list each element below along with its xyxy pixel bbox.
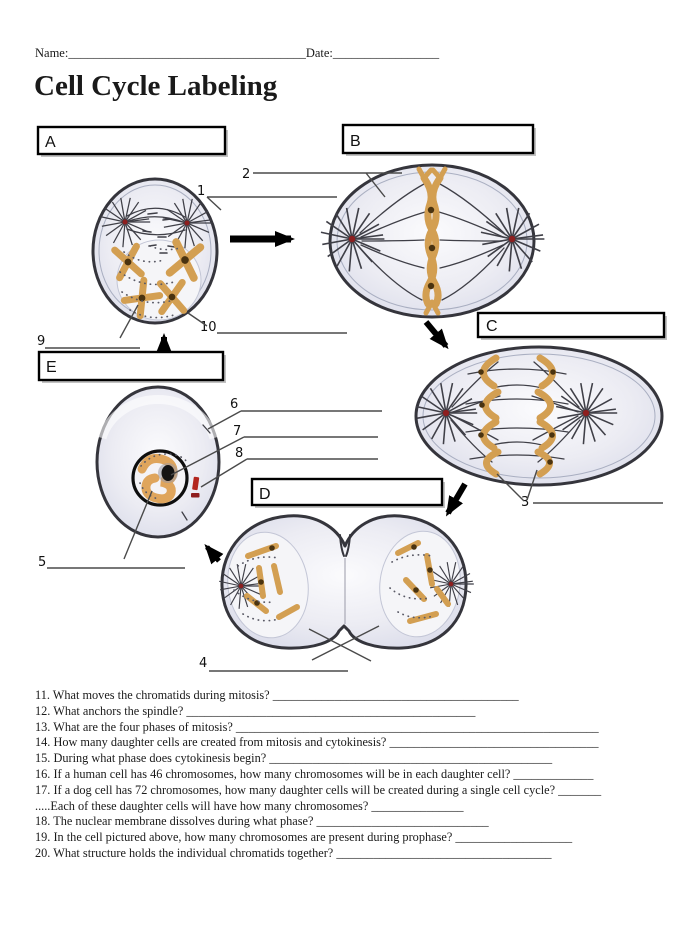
callout-number-9: 9 <box>37 334 45 349</box>
date-blank-field[interactable]: _________________ <box>332 46 440 60</box>
centrioles <box>191 476 200 498</box>
answer-box-b-group: B <box>341 123 536 156</box>
box-letter-a: A <box>45 134 56 151</box>
callout-number-4: 4 <box>199 656 207 671</box>
cell-d-stipple <box>233 554 435 622</box>
cell-c-chromosomes <box>478 354 556 478</box>
question-20: 20. What structure holds the individual … <box>35 845 552 860</box>
answer-box-c[interactable] <box>476 311 666 339</box>
answer-box-a-group: A <box>36 125 228 157</box>
callout-5: 5 <box>38 490 185 570</box>
callout-number-3: 3 <box>521 495 529 510</box>
cell-b-chromosomes <box>416 166 448 316</box>
callout-number-5: 5 <box>38 555 46 570</box>
callout-6: 6 <box>207 397 382 430</box>
box-letter-d: D <box>259 486 271 503</box>
cell-a-prophase <box>91 177 219 325</box>
callout-7: 7 <box>170 424 378 476</box>
date-label: Date: <box>305 46 333 60</box>
callout-9: 9 <box>37 304 140 349</box>
arrow-b-to-c <box>423 320 449 350</box>
cell-e-interphase <box>95 385 221 539</box>
box-letter-e: E <box>46 359 57 376</box>
questions-list: 11. What moves the chromatids during mit… <box>35 688 601 862</box>
question-11: 11. What moves the chromatids during mit… <box>35 688 519 702</box>
right-daughter-nucleus <box>379 530 461 638</box>
nucleolus <box>161 465 175 481</box>
name-date-row: Name:___________________________________… <box>35 46 439 61</box>
question-17: 17. If a dog cell has 72 chromosomes, ho… <box>35 782 602 797</box>
cell-c-anaphase <box>414 345 664 487</box>
callout-8: 8 <box>200 446 378 488</box>
callout-number-6: 6 <box>230 397 238 412</box>
answer-box-c-group: C <box>476 311 667 340</box>
cell-d-chromosomes <box>244 540 451 624</box>
callout-3: 3 <box>496 469 663 510</box>
chromatin <box>137 454 178 504</box>
callout-4: 4 <box>199 625 380 672</box>
answer-box-a[interactable] <box>36 125 227 156</box>
answer-box-e[interactable] <box>37 350 225 382</box>
question-17-continued: .....Each of these daughter cells will h… <box>35 798 464 813</box>
callout-1: 1 <box>197 184 337 211</box>
cell-highlight <box>97 395 219 440</box>
answer-box-b[interactable] <box>341 123 535 155</box>
callout-10: 10 <box>187 312 347 335</box>
callout-number-8: 8 <box>235 446 243 461</box>
question-14: 14. How many daughter cells are created … <box>35 735 599 750</box>
question-13: 13. What are the four phases of mitosis?… <box>35 719 599 734</box>
callout-number-2: 2 <box>242 167 250 182</box>
question-16: 16. If a human cell has 46 chromosomes, … <box>35 766 594 781</box>
cell-b-metaphase <box>320 163 546 319</box>
callout-number-7: 7 <box>233 424 241 439</box>
answer-box-e-group: E <box>37 350 226 383</box>
cell-d-telophase <box>218 514 475 650</box>
question-18: 18. The nuclear membrane dissolves durin… <box>35 814 489 829</box>
box-letter-b: B <box>350 133 361 150</box>
box-letter-c: C <box>486 318 498 335</box>
name-label: Name: <box>35 46 69 60</box>
callout-2: 2 <box>242 167 402 198</box>
callout-number-1: 1 <box>197 184 205 199</box>
worksheet-title: Cell Cycle Labeling <box>34 70 278 102</box>
cell-e-stipple <box>139 453 188 500</box>
arrow-d-to-e <box>204 543 224 565</box>
answer-box-d[interactable] <box>250 477 444 507</box>
arrow-c-to-d <box>445 482 468 517</box>
answer-box-d-group: D <box>250 477 445 508</box>
membrane-ticks <box>181 424 211 521</box>
question-15: 15. During what phase does cytokinesis b… <box>35 751 553 766</box>
question-19: 19. In the cell pictured above, how many… <box>35 830 573 845</box>
question-12: 12. What anchors the spindle? __________… <box>35 703 476 718</box>
name-blank-field[interactable]: ______________________________________ <box>68 46 306 60</box>
cell-a-stipple <box>119 245 181 319</box>
